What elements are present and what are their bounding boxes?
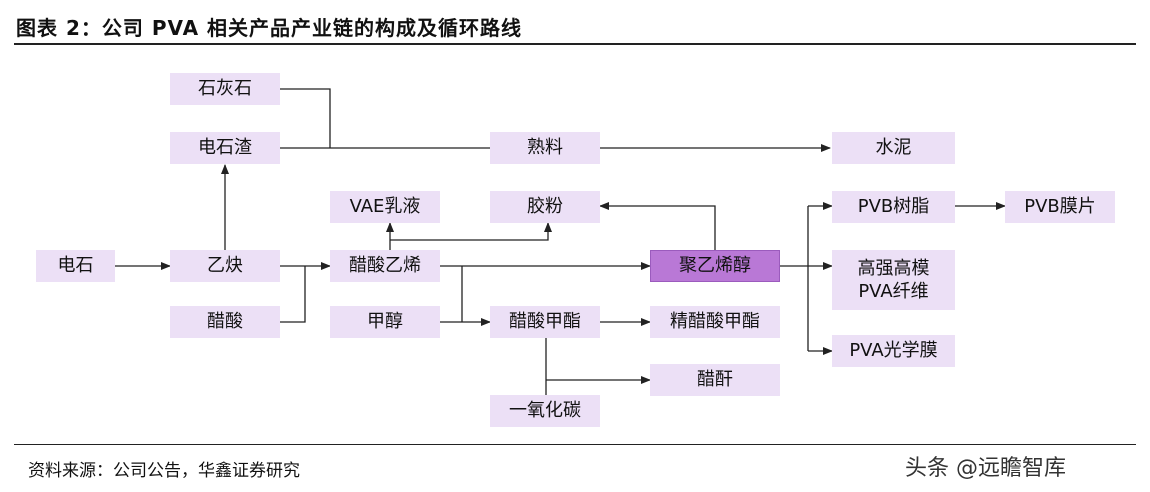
page-title: 图表 2：公司 PVA 相关产品产业链的构成及循环路线: [16, 16, 523, 40]
node-methanol: 甲醇: [330, 306, 440, 338]
arrow-pva-rubberpowder: [599, 202, 716, 250]
node-carbide-slag: 电石渣: [170, 132, 280, 164]
node-rubber-powder: 胶粉: [490, 191, 600, 223]
line-aceticacid-out: [280, 266, 306, 323]
node-pva-optical-film: PVA光学膜: [832, 335, 955, 367]
line-limestone-junction: [280, 88, 331, 148]
node-pvb-resin: PVB树脂: [832, 191, 955, 223]
node-pvb-film: PVB膜片: [1005, 191, 1115, 223]
node-clinker: 熟料: [490, 132, 600, 164]
watermark: 头条 @远瞻智库: [905, 456, 1066, 481]
node-methyl-acetate: 醋酸甲酯: [490, 306, 600, 338]
node-cement: 水泥: [832, 132, 955, 164]
node-vae-emulsion: VAE乳液: [330, 191, 440, 223]
footer-divider: [14, 444, 1136, 445]
node-hs-pva-fiber: 高强高模 PVA纤维: [832, 250, 955, 310]
node-acetic-acid: 醋酸: [170, 306, 280, 338]
node-refined-methyl-acetate: 精醋酸甲酯: [650, 306, 780, 338]
node-carbon-monoxide: 一氧化碳: [490, 395, 600, 427]
source-note: 资料来源：公司公告，华鑫证券研究: [28, 461, 300, 481]
node-acetic-anhydride: 醋酐: [650, 364, 780, 396]
title-divider: [14, 43, 1136, 45]
node-acetylene: 乙炔: [170, 250, 280, 282]
node-limestone: 石灰石: [170, 73, 280, 105]
arrow-va-rubberpowder: [390, 222, 552, 241]
node-vinyl-acetate: 醋酸乙烯: [330, 250, 440, 282]
node-calcium-carbide: 电石: [36, 250, 115, 282]
node-polyvinyl-alcohol: 聚乙烯醇: [650, 250, 780, 282]
